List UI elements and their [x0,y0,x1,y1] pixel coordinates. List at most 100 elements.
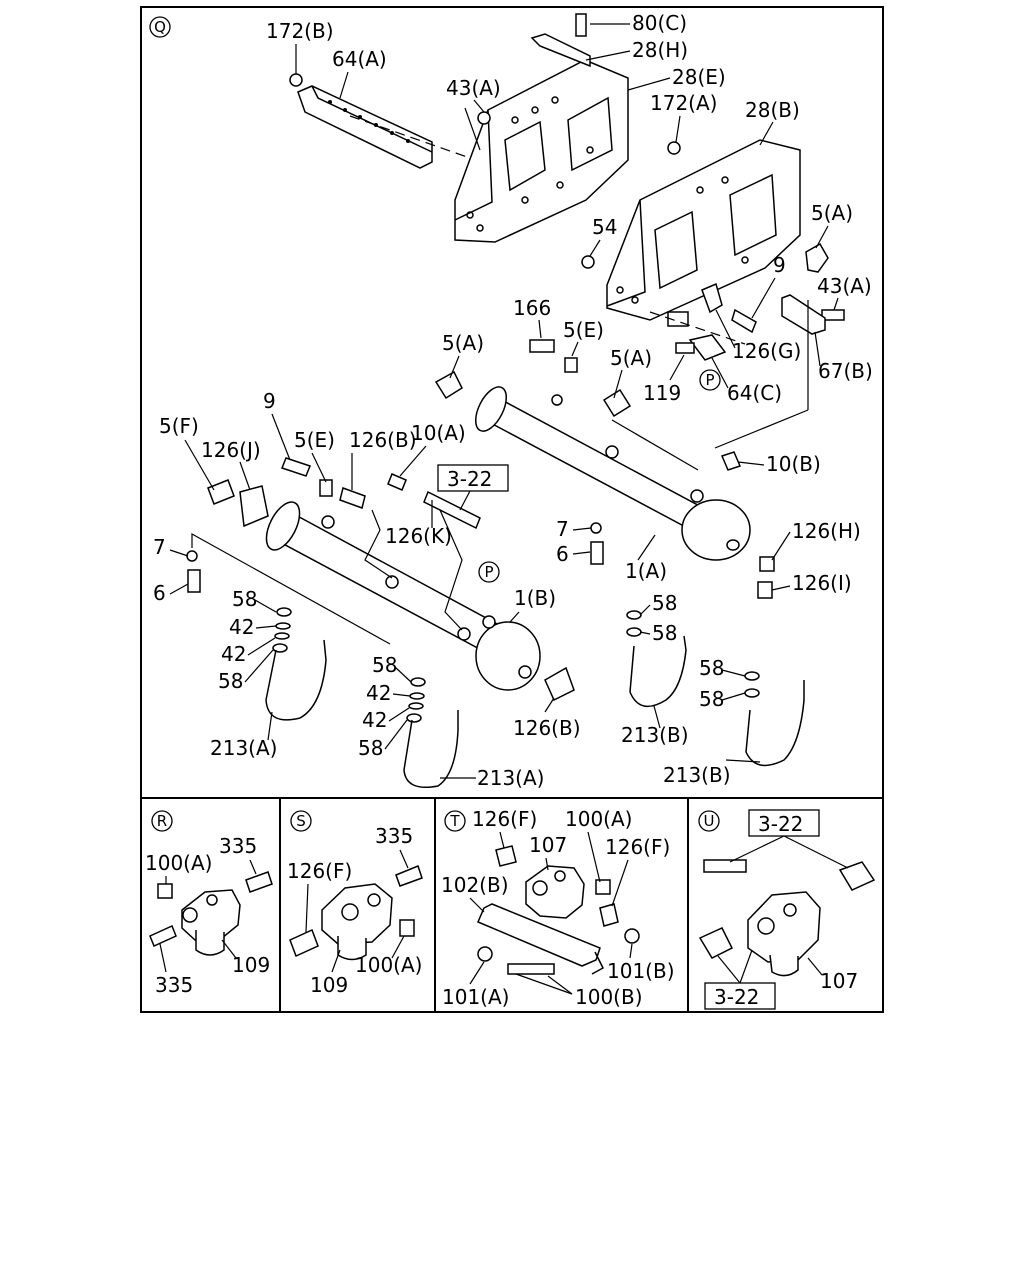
bracket-28b [606,139,801,321]
frame-outer [140,6,884,1013]
ref-3-22-u-top: 3-22 [758,812,803,836]
nut-172b [289,73,303,87]
elbow-5a-tank-mid [602,388,632,418]
leader-lines-q [169,23,839,779]
section-marker-q: Q [149,16,171,38]
connection-letter: P [705,371,714,389]
section-letter: Q [154,18,166,36]
plug-126i [757,581,773,599]
fitting-335-top-r [245,871,273,893]
label-58-h: 58 [699,687,724,711]
label-58-b: 58 [218,669,243,693]
fitting-126k [423,490,481,530]
label-7-left: 7 [153,535,166,559]
valve-109-r [181,889,241,956]
bolt-100a-s [399,919,415,937]
leader-lines-t [469,831,633,995]
label-5a-mid: 5(A) [610,346,652,370]
tank-1a [474,386,751,561]
fitting-126f-t-right [599,903,619,927]
fitting-126f-t-left [495,845,517,867]
label-126b-top: 126(B) [349,428,417,452]
ref-box-3-22-q [437,464,509,492]
label-172a: 172(A) [650,91,717,115]
label-213b-left: 213(B) [621,723,689,747]
connection-marker-p-lower: P [478,561,500,583]
bolt-119 [675,342,695,354]
label-213a-right: 213(A) [477,766,544,790]
elbow-126b-bottom [544,666,575,702]
label-126g: 126(G) [732,339,801,363]
section-marker-t: T [444,810,466,832]
tee-5e-top [564,357,578,373]
label-107-t: 107 [529,833,567,857]
bolt-43a-right [821,309,845,321]
label-64c: 64(C) [727,381,782,405]
label-5e-left: 5(E) [294,428,335,452]
label-43a-right: 43(A) [817,274,872,298]
washer-7-left [186,550,198,562]
section-letter: S [296,812,306,830]
tee-5e-left [319,479,333,497]
label-126b-bottom: 126(B) [513,716,581,740]
valve-166 [529,339,555,353]
plate-64c [688,334,727,361]
tee-5f [207,479,235,505]
section-letter: U [704,812,715,830]
leader-line [611,419,699,471]
hardware-stack-left-a [272,607,292,653]
label-126f-t-right: 126(F) [605,835,670,859]
label-28b: 28(B) [745,98,800,122]
ubolt-213b-left [629,635,687,708]
section-letter: R [157,812,167,830]
label-126f-t-left: 126(F) [472,807,537,831]
switch-9-left [281,457,311,477]
label-172b: 172(B) [266,19,334,43]
ubolt-213b-right [745,680,805,767]
connection-letter: P [484,563,493,581]
bolt-u [703,859,747,873]
leader-line [714,409,809,449]
nut-54 [581,255,595,269]
label-67b: 67(B) [818,359,873,383]
label-100a-s: 100(A) [355,953,422,977]
bracket-28h [530,33,591,68]
fitting-335-bottom-r [149,924,177,948]
hardware-stack-right-b [744,671,760,698]
label-42-a: 42 [229,615,254,639]
hardware-stack-right-a [626,610,642,637]
label-58-c: 58 [372,653,397,677]
label-119: 119 [643,381,681,405]
label-5f: 5(F) [159,414,199,438]
leader-line [649,311,746,345]
elbow-u-left [698,927,734,959]
label-5a-right: 5(A) [811,201,853,225]
label-6-left: 6 [153,581,166,605]
label-80c: 80(C) [632,11,687,35]
label-126j: 126(J) [201,438,261,462]
valve-109-s [321,883,393,961]
bracket-67b [781,294,826,335]
label-42-b: 42 [221,642,246,666]
label-101a: 101(A) [442,985,509,1009]
label-42-c: 42 [366,681,391,705]
bolt-80c [575,13,587,37]
leader-line [364,509,393,579]
label-7-mid: 7 [556,517,569,541]
label-10a: 10(A) [411,421,466,445]
hardware-stack-left-b [406,677,426,723]
nut-43a-top [477,111,491,125]
switch-9-right [731,308,757,334]
label-109-r: 109 [232,953,270,977]
fitting-126f-s [289,928,319,958]
drain-6-mid [590,541,604,565]
label-100b: 100(B) [575,985,643,1009]
label-1b: 1(B) [514,586,556,610]
label-126k: 126(K) [385,524,452,548]
ref-3-22-q: 3-22 [447,467,492,491]
label-102b: 102(B) [441,873,509,897]
label-126i: 126(I) [792,571,852,595]
label-126f-s: 126(F) [287,859,352,883]
plug-126h [759,556,775,572]
